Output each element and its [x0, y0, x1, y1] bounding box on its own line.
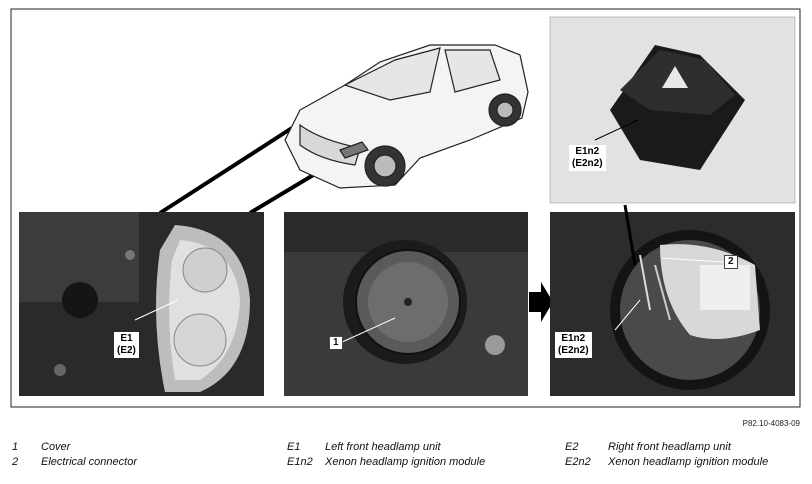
- legend: 1 Cover 2 Electrical connector E1 Left f…: [12, 440, 802, 476]
- legend-desc: Right front headlamp unit: [608, 441, 731, 453]
- label-e1n2-installed: E1n2 (E2n2): [555, 332, 592, 358]
- photo-installed-module: [550, 204, 795, 396]
- legend-key: E2n2: [565, 456, 591, 468]
- legend-key: E1: [287, 441, 301, 453]
- vehicle-illustration: [284, 44, 529, 189]
- photo-ignition-module: [549, 16, 796, 204]
- leader-line: [158, 126, 294, 215]
- label-e1: E1 (E2): [114, 332, 139, 358]
- legend-desc: Xenon headlamp ignition module: [608, 456, 769, 468]
- legend-key: 2: [12, 456, 19, 468]
- arrow-icon: [529, 282, 553, 322]
- callout-1: 1: [329, 336, 343, 350]
- legend-key: 1: [12, 441, 19, 453]
- legend-desc: Electrical connector: [41, 456, 137, 468]
- legend-desc: Cover: [41, 441, 71, 453]
- legend-key: E2: [565, 441, 579, 453]
- legend-key: E1n2: [287, 456, 313, 468]
- figure-id: P82.10-4083-09: [742, 419, 800, 428]
- callout-2: 2: [724, 255, 738, 269]
- label-e1n2-closeup: E1n2 (E2n2): [569, 145, 606, 171]
- legend-desc: Left front headlamp unit: [325, 441, 441, 453]
- photo-cover: [284, 212, 528, 396]
- legend-desc: Xenon headlamp ignition module: [325, 456, 486, 468]
- photo-headlamp: [19, 212, 264, 396]
